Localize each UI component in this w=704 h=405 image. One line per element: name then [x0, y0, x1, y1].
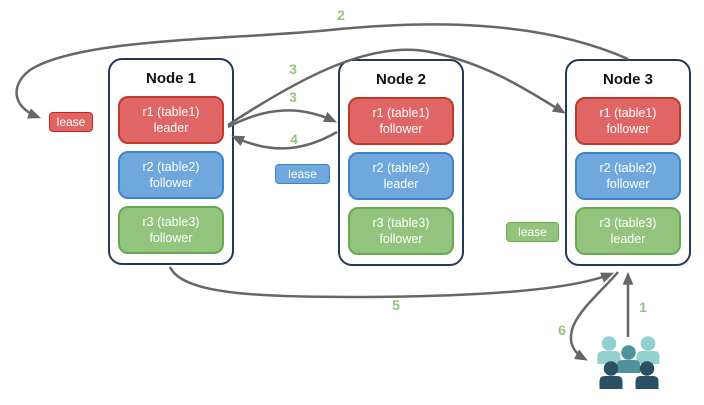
arrow-4-node2-to-node1 [231, 130, 338, 150]
replica-label: r1 (table1) [599, 106, 657, 120]
lease-badge-green: lease [506, 222, 559, 242]
arrow-3-node1-to-node2 [227, 109, 337, 129]
node-1-replica-r1: r1 (table1) leader [118, 96, 224, 144]
replica-label: r3 (table3) [599, 216, 657, 230]
arrow-5-node1-to-node3 [168, 266, 615, 299]
node-3: Node 3 r1 (table1) follower r2 (table2) … [565, 59, 691, 266]
replica-label: r2 (table2) [599, 161, 657, 175]
replica-role: follower [379, 122, 423, 136]
arrow-6-node3-to-clients [569, 271, 619, 361]
replica-label: r1 (table1) [372, 106, 430, 120]
step-label-6: 6 [558, 322, 566, 338]
replica-label: r1 (table1) [142, 105, 200, 119]
replica-role: follower [149, 231, 193, 245]
node-1-replica-r2: r2 (table2) follower [118, 151, 224, 199]
lease-badge-blue: lease [275, 164, 330, 184]
replica-label: r2 (table2) [142, 160, 200, 174]
node-2-title: Node 2 [375, 71, 426, 88]
replica-label: r3 (table3) [372, 216, 430, 230]
node-3-replica-r3: r3 (table3) leader [575, 207, 681, 255]
node-2-replica-r1: r1 (table1) follower [348, 97, 454, 145]
step-label-5: 5 [392, 297, 400, 313]
lease-badge-red: lease [49, 112, 93, 132]
replica-role: leader [610, 232, 646, 246]
node-3-replica-r1: r1 (table1) follower [575, 97, 681, 145]
node-2-replica-r2: r2 (table2) leader [348, 152, 454, 200]
replica-role: follower [606, 177, 650, 191]
step-label-3a: 3 [289, 61, 297, 77]
node-1-replica-r3: r3 (table3) follower [118, 206, 224, 254]
node-2-replica-r3: r3 (table3) follower [348, 207, 454, 255]
node-3-title: Node 3 [602, 71, 653, 88]
step-label-4: 4 [290, 131, 298, 147]
step-label-1: 1 [639, 299, 647, 315]
replica-label: r3 (table3) [142, 215, 200, 229]
node-3-replica-r2: r2 (table2) follower [575, 152, 681, 200]
node-1-title: Node 1 [145, 70, 196, 87]
node-2: Node 2 r1 (table1) follower r2 (table2) … [338, 59, 464, 266]
replica-role: leader [383, 177, 419, 191]
replica-label: r2 (table2) [372, 161, 430, 175]
replica-role: leader [153, 121, 189, 135]
replica-role: follower [379, 232, 423, 246]
replica-role: follower [149, 176, 193, 190]
step-label-2: 2 [337, 7, 345, 23]
replica-role: follower [606, 122, 650, 136]
node-1: Node 1 r1 (table1) leader r2 (table2) fo… [108, 58, 234, 265]
clients-icon [597, 336, 660, 389]
step-label-3b: 3 [289, 89, 297, 105]
